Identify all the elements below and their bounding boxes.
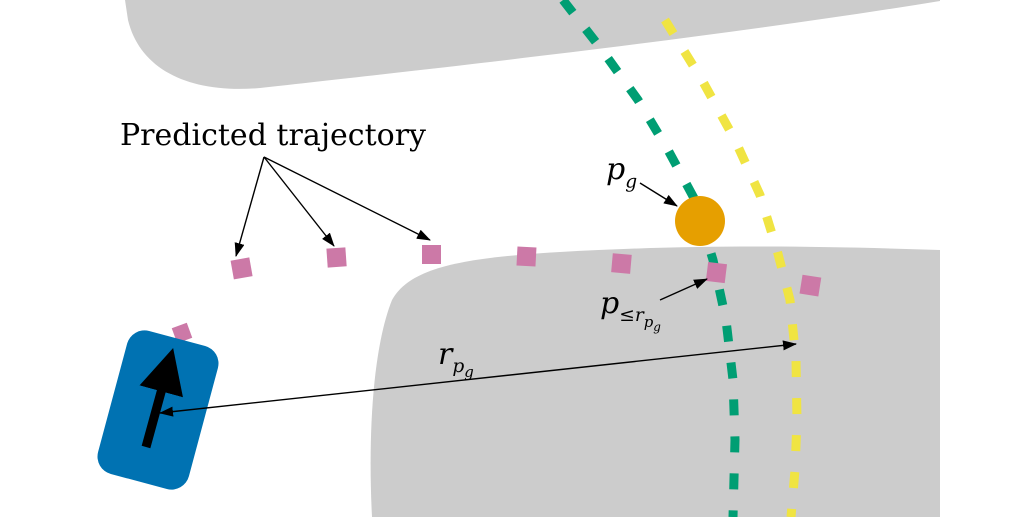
distance-arrow-rpg bbox=[159, 340, 797, 417]
trajectory-marker bbox=[326, 247, 347, 268]
annotation-arrow-trajectory-1 bbox=[234, 156, 265, 257]
predicted-trajectory-label: Predicted trajectory bbox=[120, 118, 426, 153]
obstacle-top bbox=[125, 0, 940, 89]
trajectory-marker bbox=[422, 245, 441, 264]
annotation-arrow-pg bbox=[639, 182, 678, 207]
trajectory-marker bbox=[230, 257, 253, 280]
lane-line-yellow bbox=[661, 17, 802, 517]
trajectory-marker bbox=[611, 253, 632, 274]
predicted-trajectory-markers bbox=[171, 245, 822, 344]
trajectory-marker-p-le bbox=[705, 261, 728, 284]
nearest-point-label: p≤rpg bbox=[600, 286, 661, 334]
annotation-arrow-trajectory-3 bbox=[263, 156, 431, 241]
annotation-arrow-trajectory-2 bbox=[263, 156, 335, 247]
radius-label: rpg bbox=[438, 337, 474, 382]
trajectory-marker bbox=[171, 322, 193, 344]
goal-point bbox=[675, 196, 725, 246]
trajectory-marker bbox=[516, 246, 537, 267]
obstacle-bottom bbox=[370, 246, 941, 517]
trajectory-marker bbox=[799, 274, 822, 297]
annotation-arrow-ple bbox=[659, 278, 708, 301]
goal-point-label: pg bbox=[606, 152, 638, 193]
